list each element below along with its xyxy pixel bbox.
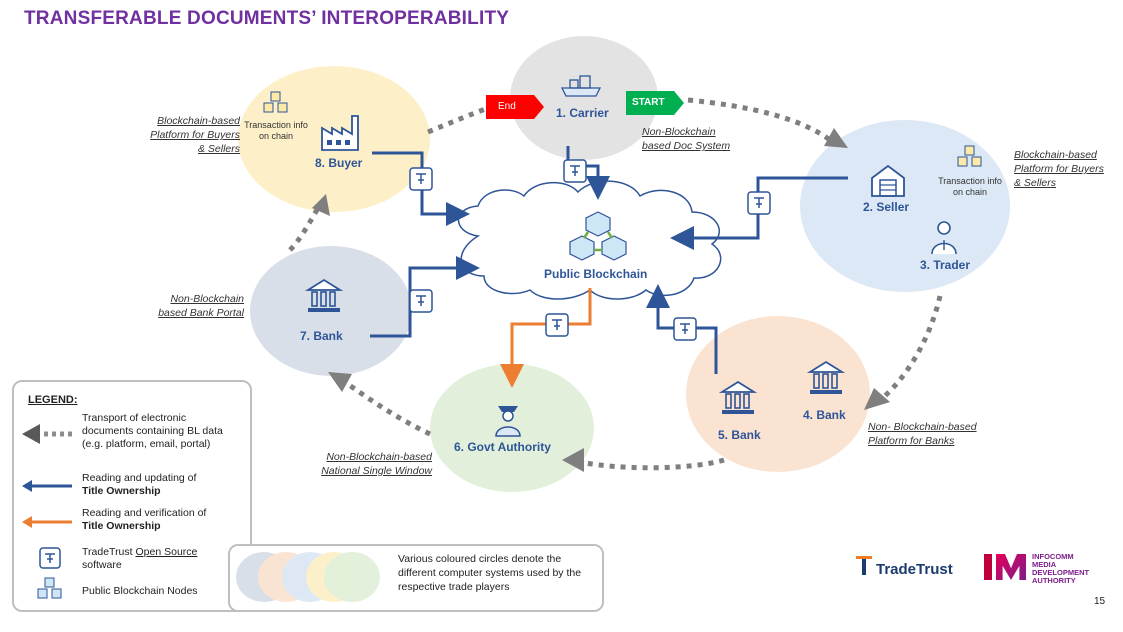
legend-updating-arrowhead [22, 480, 32, 492]
seller-label: 2. Seller [863, 200, 910, 214]
colour-note-box: Various coloured circles denote the diff… [228, 544, 604, 612]
bank4-label: 4. Bank [803, 408, 846, 422]
legend-title: LEGEND: [28, 394, 78, 406]
factory-icon [321, 115, 359, 151]
blockchain-node-small-icon [263, 91, 288, 113]
legend: LEGEND: Transport of electronic document… [12, 380, 252, 612]
govt-label: 6. Govt Authority [454, 440, 551, 454]
buyer-tx-info: Transaction info on chain [244, 120, 308, 141]
diagram-canvas [263, 75, 982, 472]
start-tag: START [632, 97, 665, 108]
ship-icon [560, 75, 602, 97]
trader-label: 3. Trader [920, 258, 971, 272]
start-tag-shape [626, 91, 684, 115]
tradetrust-logo-mark [856, 556, 872, 576]
blockchain-label: Public Blockchain [544, 267, 648, 281]
tradetrust-logo: TradeTrust [876, 561, 953, 578]
blockchain-nodes-icon [569, 211, 627, 261]
legend-transport-arrowhead [22, 424, 40, 444]
seller-tx-info: Transaction info on chain [938, 176, 1002, 197]
warehouse-icon [871, 164, 905, 197]
carrier-label: 1. Carrier [556, 106, 609, 120]
officer-icon [495, 406, 521, 437]
buyer-label: 8. Buyer [315, 156, 363, 170]
trader-person-icon [931, 221, 957, 255]
end-tag: End [498, 101, 516, 112]
legend-transport-text: Transport of electronic documents contai… [82, 412, 223, 450]
legend-verification-arrowhead [22, 516, 32, 528]
note-circle [324, 552, 380, 602]
blockchain-node-small-icon [957, 145, 982, 167]
bank-icon [718, 380, 758, 414]
imda-logo-mark [984, 552, 1026, 580]
bank-icon [304, 278, 344, 312]
bank5-label: 5. Bank [718, 428, 761, 442]
seller-system-circle [800, 120, 1010, 292]
page-title: TRANSFERABLE DOCUMENTS’ INTEROPERABILITY [24, 8, 510, 29]
bank-icon [806, 360, 846, 394]
transport-arrows [288, 97, 943, 471]
transport-arrowheads [312, 128, 890, 472]
end-tag-shape [486, 95, 544, 119]
legend-nodes-text: Public Blockchain Nodes [82, 585, 198, 597]
note-text: Various coloured circles denote the diff… [398, 553, 582, 593]
legend-nodes-icon [37, 577, 62, 599]
page-number: 15 [1094, 596, 1106, 607]
bank7-label: 7. Bank [300, 329, 343, 343]
tradetrust-badge-icon [409, 159, 771, 341]
legend-symbols [22, 424, 74, 599]
